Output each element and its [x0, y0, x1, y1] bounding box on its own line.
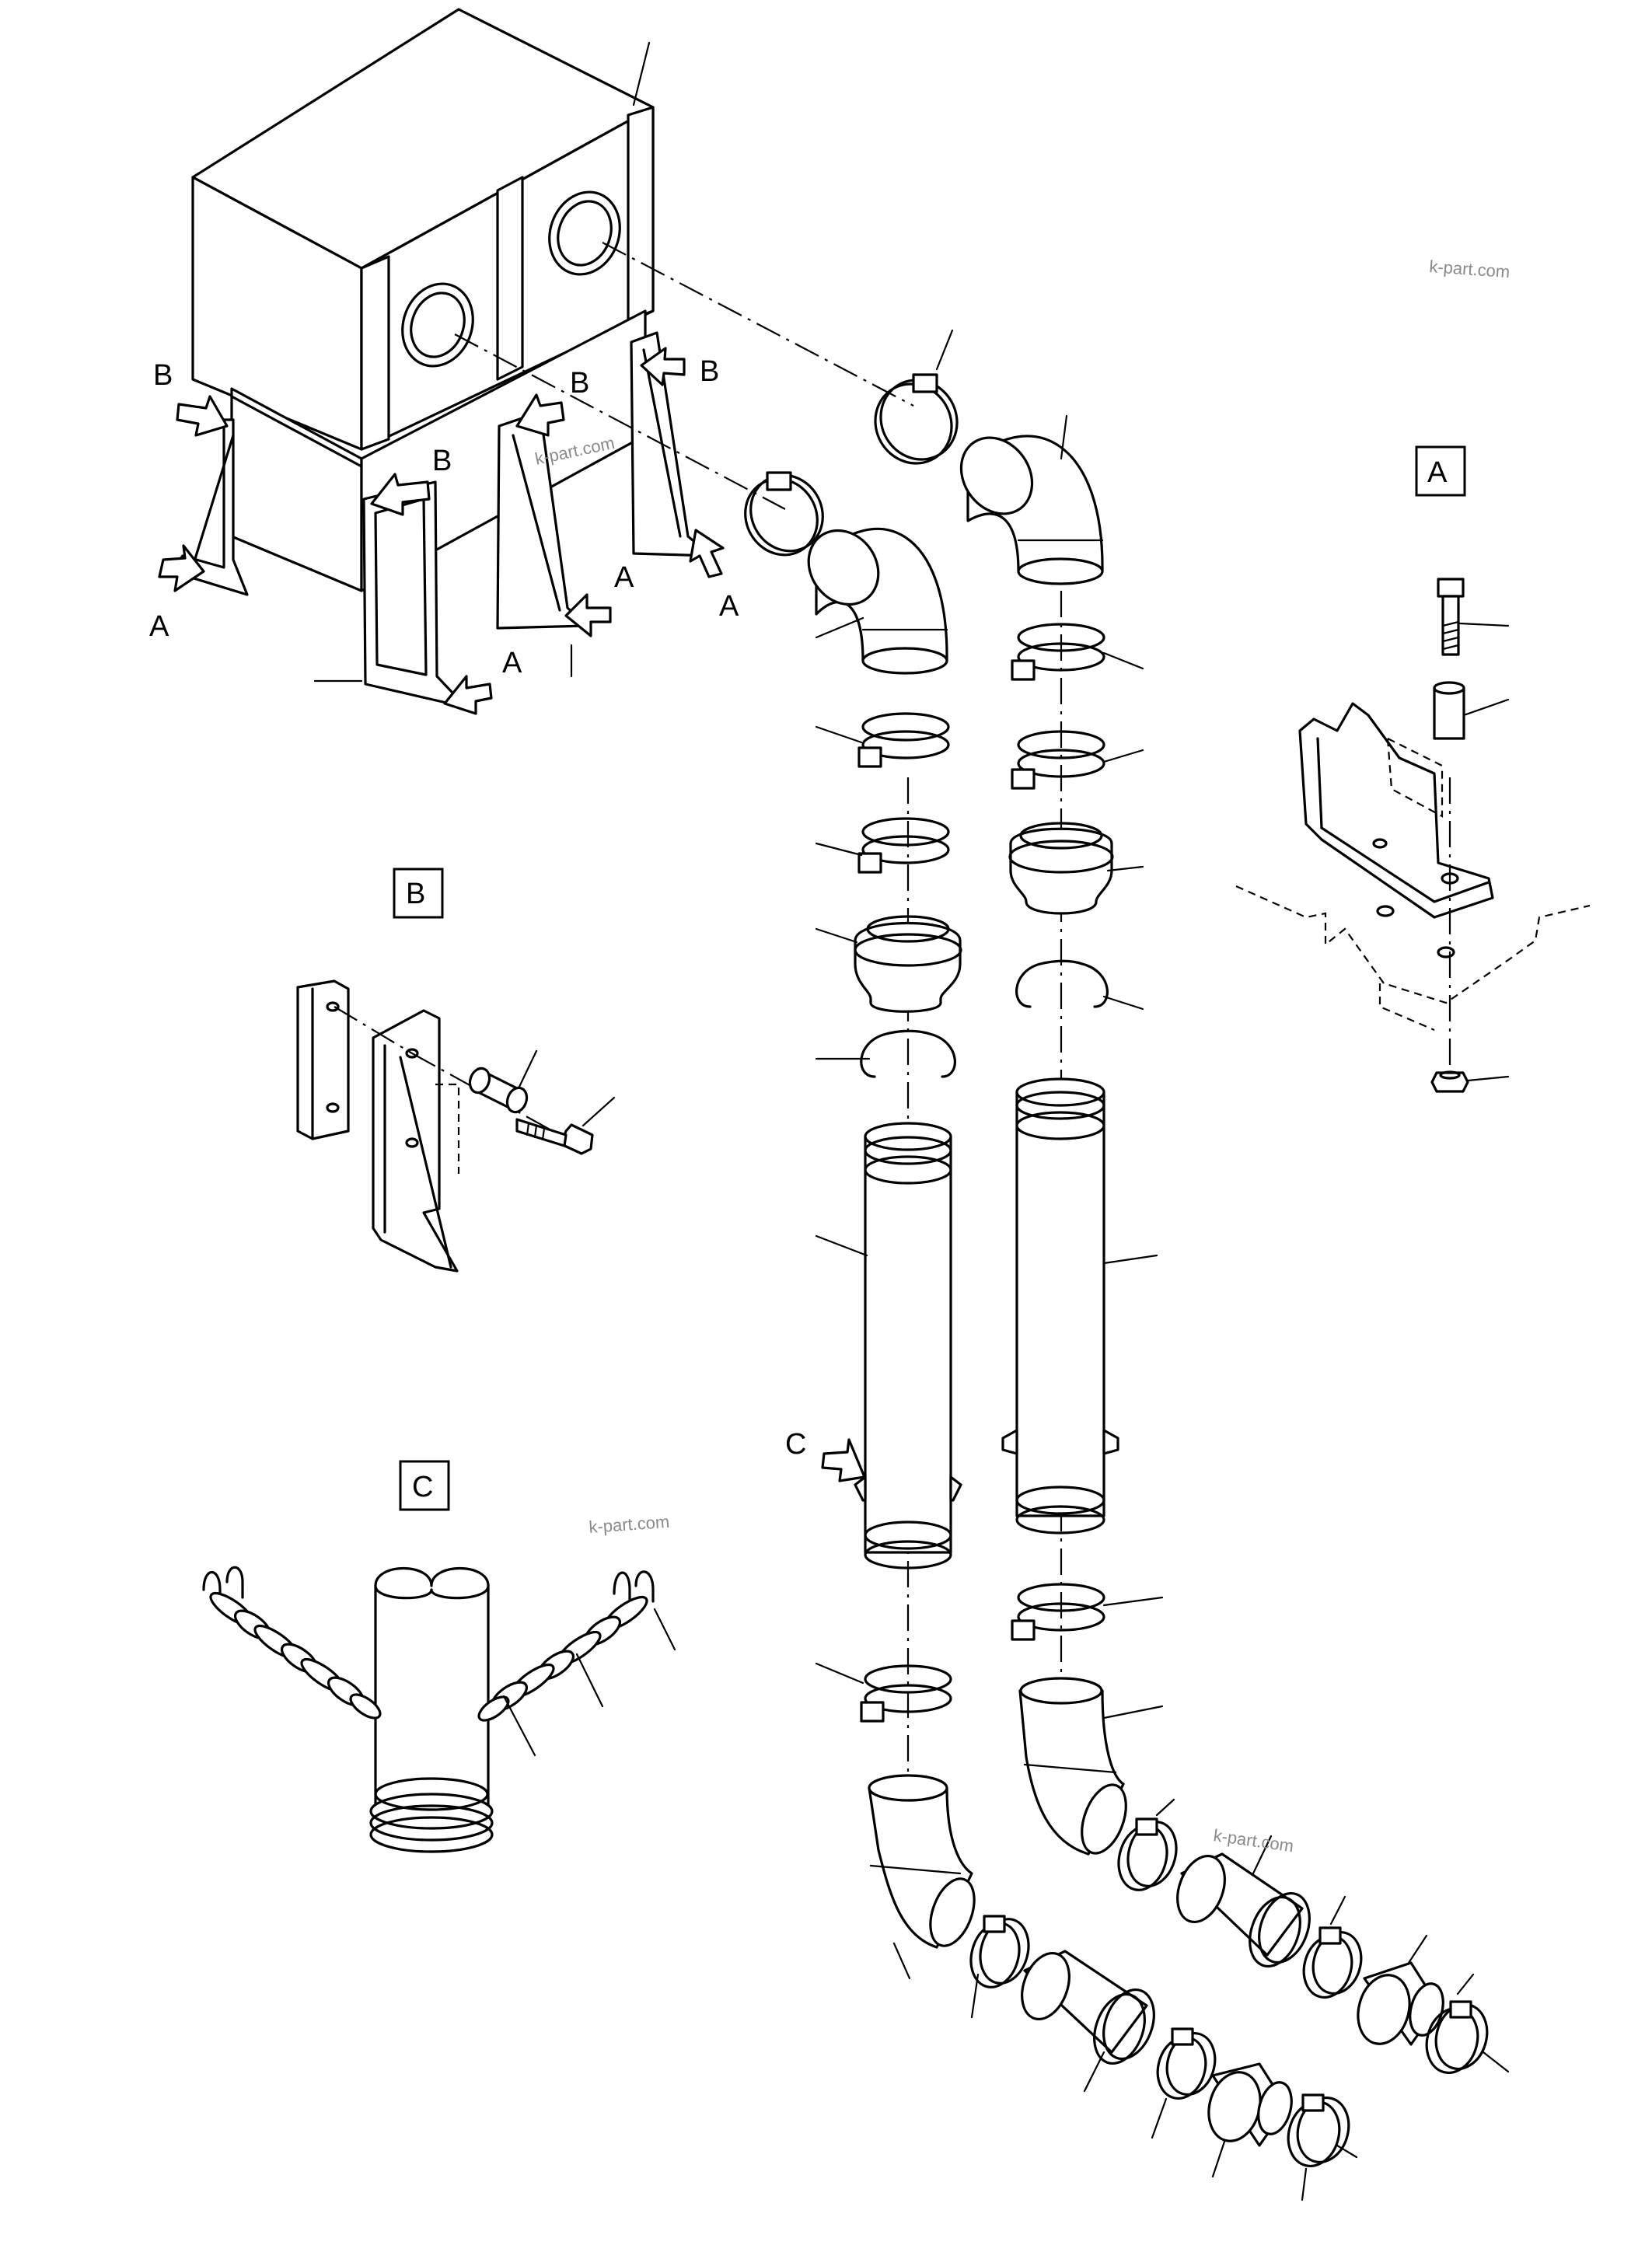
- detail-a-title: A: [1427, 456, 1448, 489]
- detail-b-title-box: [393, 868, 444, 919]
- detail-a-title-box: [1415, 445, 1466, 497]
- callout-label-a: A: [502, 647, 522, 679]
- pipe-long: [1001, 1077, 1119, 1535]
- callout-label-b: B: [570, 367, 589, 400]
- callout-label-b: B: [432, 445, 452, 477]
- callout-arrow: A: [443, 647, 522, 715]
- bracket-plate: [372, 1009, 459, 1273]
- callout-label-a: A: [149, 610, 169, 643]
- pipe-reducer: [1008, 822, 1114, 915]
- pipe-run-right: [874, 329, 1510, 2075]
- callout-label-a: A: [719, 590, 739, 623]
- end-fitting: [1207, 2062, 1293, 2147]
- hose-clamp: [969, 1915, 1030, 1988]
- coupling-tube: [1021, 1950, 1155, 2065]
- callout-arrow: C: [785, 1428, 866, 1482]
- chain-right: [477, 1570, 655, 1722]
- pipe-run-left: C: [744, 471, 1358, 2201]
- pipe-long: [854, 1122, 962, 1569]
- spacer: [1433, 681, 1465, 740]
- hose-clamp: [1011, 730, 1105, 790]
- outlet-flange-left: [401, 282, 474, 368]
- bolt: [515, 1118, 594, 1155]
- frame-member: [296, 979, 350, 1140]
- pipe-elbow-lower: [1018, 1677, 1127, 1856]
- cooler-assembly: [169, 8, 713, 709]
- snap-ring: [1015, 959, 1109, 1008]
- hose-clamp: [744, 471, 824, 557]
- callout-label-c: C: [785, 1428, 806, 1461]
- hose-clamp: [1117, 1817, 1178, 1891]
- support-leg-1: [169, 418, 249, 596]
- detail-c-title-box: [399, 1460, 450, 1511]
- callout-arrow: B: [153, 359, 229, 437]
- hose-clamp: [860, 1664, 952, 1723]
- outlet-flange-right: [548, 190, 621, 276]
- bolt: [1437, 578, 1465, 656]
- hose-clamp: [857, 712, 950, 768]
- hose-clamp: [874, 373, 959, 465]
- callout-arrow: A: [689, 529, 739, 623]
- callout-label-b: B: [700, 355, 719, 388]
- spacer: [468, 1067, 529, 1114]
- hose-clamp: [1011, 623, 1105, 681]
- callout-arrow: B: [370, 445, 452, 516]
- callout-arrow: B: [640, 347, 719, 388]
- detail-b: B: [296, 868, 616, 1273]
- watermark-text: k-part.com: [589, 1512, 670, 1537]
- hose-clamp: [1156, 2027, 1217, 2100]
- pipe-section: [369, 1566, 494, 1853]
- callout-arrow: A: [564, 561, 634, 637]
- end-fitting: [1357, 1961, 1444, 2046]
- detail-c: C: [202, 1460, 676, 1853]
- pipe-elbow: [959, 435, 1104, 585]
- callouts-main: B A B B B A A A: [149, 347, 739, 715]
- hose-clamp: [1011, 1583, 1105, 1641]
- hose-clamp: [1425, 2000, 1489, 2075]
- callout-label-b: B: [153, 359, 173, 392]
- hose-clamp: [1302, 1926, 1363, 1999]
- detail-a: A: [1235, 445, 1591, 1093]
- detail-c-title: C: [412, 1471, 433, 1503]
- callout-arrow: A: [149, 544, 205, 643]
- pipe-elbow-lower: [868, 1774, 976, 1949]
- pipe-reducer: [854, 915, 962, 1013]
- callout-label-a: A: [614, 561, 634, 594]
- hose-clamp: [857, 817, 950, 874]
- hose-clamp: [1287, 2093, 1350, 2168]
- coupling-tube: [1176, 1852, 1311, 1968]
- detail-b-title: B: [406, 878, 425, 910]
- pipe-elbow: [807, 527, 948, 675]
- watermark-text: k-part.com: [1429, 257, 1511, 281]
- chain-left: [202, 1566, 382, 1720]
- watermark-text: k-part.com: [1212, 1825, 1294, 1856]
- nut: [1430, 1070, 1469, 1093]
- callout-arrow: B: [515, 367, 589, 437]
